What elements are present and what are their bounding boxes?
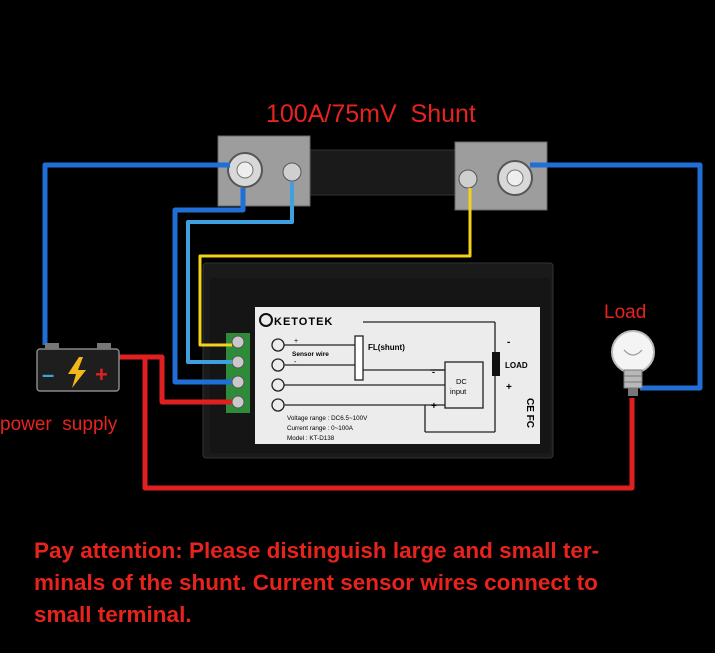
meter-dc-minus: -	[432, 367, 435, 377]
shunt	[217, 135, 548, 211]
meter-load: LOAD	[505, 361, 528, 370]
battery-plus: +	[95, 362, 108, 387]
meter-fl-shunt: FL(shunt)	[368, 343, 405, 352]
meter-sensor-wire: Sensor wire	[292, 351, 329, 358]
meter-brand: KETOTEK	[274, 316, 333, 328]
meter-cert-marks: CE FC	[524, 398, 535, 428]
wire-blue-meter	[172, 188, 246, 385]
meter-input-label: input	[450, 387, 467, 396]
wire-blue-load	[530, 162, 703, 391]
meter-voltage-range: Voltage range : DC6.5~100V	[287, 415, 368, 422]
wire-light-blue-sensor	[186, 182, 294, 364]
attention-note: Pay attention: Please distinguish large …	[34, 535, 704, 631]
shunt-title: 100A/75mV Shunt	[266, 100, 476, 128]
battery-icon: – +	[36, 343, 120, 392]
meter-dc-label: DC	[456, 377, 467, 386]
shunt-small-terminal-right	[458, 169, 478, 189]
meter-load-plus: +	[506, 382, 512, 393]
meter-label-texts: KETOTEK + Sensor wire - FL(shunt) LOAD -…	[274, 316, 535, 442]
battery-minus: –	[42, 362, 54, 387]
lightning-bolt-icon	[68, 357, 86, 388]
meter-body	[202, 262, 554, 459]
meter-model: Model : KT-D138	[287, 435, 335, 442]
meter-dc-plus: +	[431, 401, 437, 412]
meter-minus-sign: -	[294, 359, 297, 366]
wire-red-positive	[130, 354, 635, 491]
power-supply-label: power supply	[0, 414, 118, 435]
load-label: Load	[604, 302, 647, 323]
wire-blue-negative	[42, 162, 230, 345]
meter-current-range: Current range : 0~100A	[287, 425, 354, 432]
wires	[42, 162, 703, 491]
wire-yellow-sensor	[198, 188, 472, 347]
attention-note-line: minals of the shunt. Current sensor wire…	[34, 570, 598, 595]
meter-load-minus: -	[507, 337, 510, 348]
attention-note-line: small terminal.	[34, 602, 192, 627]
light-bulb-icon	[611, 330, 655, 396]
shunt-small-terminal-left	[282, 162, 302, 182]
attention-note-line: Pay attention: Please distinguish large …	[34, 538, 600, 563]
meter-plus-sign: +	[294, 338, 298, 345]
